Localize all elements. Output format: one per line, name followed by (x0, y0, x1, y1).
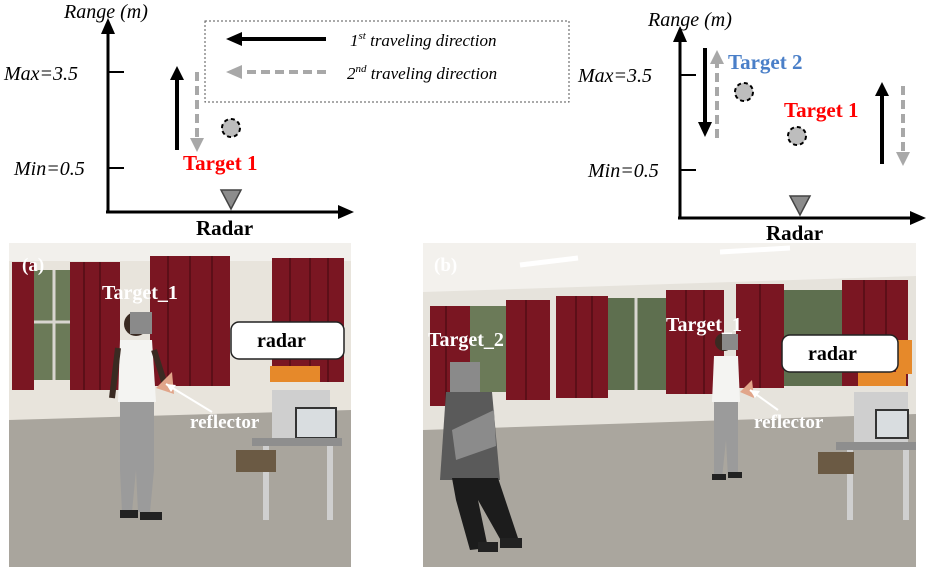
radar-label-b: Radar (766, 221, 823, 245)
y-axis-label-a: Range (m) (63, 1, 148, 23)
x-axis-a-arrowhead (338, 205, 354, 219)
photo-a: (a) Target_1 radar reflector (9, 243, 351, 567)
photo-a-reflector-label: reflector (190, 412, 260, 433)
max-label-a: Max=3.5 (3, 63, 78, 85)
x-axis-b-arrowhead (910, 211, 926, 225)
photo-b-target-1-label: Target_1 (666, 314, 742, 336)
legend-first-arrowhead (226, 32, 242, 46)
legend: 1st traveling direction 2nd traveling di… (204, 20, 570, 103)
legend-second-arrowhead (226, 65, 242, 79)
y-axis-b-arrowhead (673, 26, 687, 42)
photo-b-panel-label: (b) (434, 255, 457, 276)
photo-a-radar-box (230, 321, 345, 360)
max-label-b: Max=3.5 (577, 65, 652, 87)
photo-a-reflector-pointer (165, 383, 213, 413)
radar-label-a: Radar (196, 216, 253, 240)
photo-a-reflector-pointer-head (166, 384, 176, 392)
diagram-b: Range (m) Max=3.5 Min=0.5 Radar Target 2… (577, 9, 926, 245)
legend-box (204, 20, 570, 103)
photo-b: (b) Target_2 Target_1 radar reflector (423, 243, 916, 567)
target-1-first-arrowhead-b (875, 82, 889, 96)
photo-b-radar-box (781, 334, 899, 373)
second-direction-arrowhead-a (190, 138, 204, 152)
target-1-second-arrowhead-b (896, 152, 910, 166)
photo-a-curtain-1 (12, 262, 34, 390)
y-axis-label-b: Range (m) (647, 9, 732, 31)
min-label-b: Min=0.5 (587, 160, 659, 182)
target-2-second-arrowhead (710, 50, 724, 64)
target-1-label-a: Target 1 (183, 151, 257, 175)
photo-a-target-label: Target_1 (102, 282, 178, 304)
target-2-first-arrowhead (698, 122, 712, 137)
photo-b-radar-setup (818, 340, 916, 520)
diagram-a: Range (m) Max=3.5 Min=0.5 Radar Target 1… (3, 1, 570, 240)
y-axis-a-arrowhead (101, 18, 115, 34)
photo-a-radar-setup (236, 366, 342, 520)
target-1-marker-a (221, 118, 241, 138)
radar-marker-b (788, 195, 812, 217)
photo-b-person-target-1 (712, 333, 742, 480)
first-direction-arrowhead-a (170, 66, 184, 80)
photo-b-reflector (740, 380, 754, 398)
photo-a-radar-label: radar (257, 330, 306, 352)
legend-second-text: 2nd traveling direction (347, 63, 497, 83)
target-2-label-b: Target 2 (728, 50, 802, 74)
photo-a-curtain-2 (70, 262, 120, 390)
min-label-a: Min=0.5 (13, 158, 85, 180)
photo-b-reflector-label: reflector (754, 412, 824, 433)
target-1-marker-b (787, 126, 807, 146)
photo-b-target-2-label: Target_2 (428, 329, 504, 351)
radar-marker-a (219, 189, 243, 211)
photo-a-curtain-4 (272, 258, 344, 382)
photo-b-curtain-3 (556, 296, 608, 398)
photo-b-curtain-2 (506, 300, 550, 400)
photo-b-reflector-pointer-head (750, 390, 760, 398)
photo-a-panel-label: (a) (22, 255, 44, 276)
photo-b-floor (423, 414, 916, 567)
photo-b-radar-label: radar (808, 343, 857, 365)
target-1-label-b: Target 1 (784, 98, 858, 122)
legend-first-text: 1st traveling direction (350, 30, 496, 50)
target-2-marker (734, 82, 754, 102)
photo-b-person-target-2 (440, 362, 522, 552)
photo-a-person (109, 312, 169, 520)
